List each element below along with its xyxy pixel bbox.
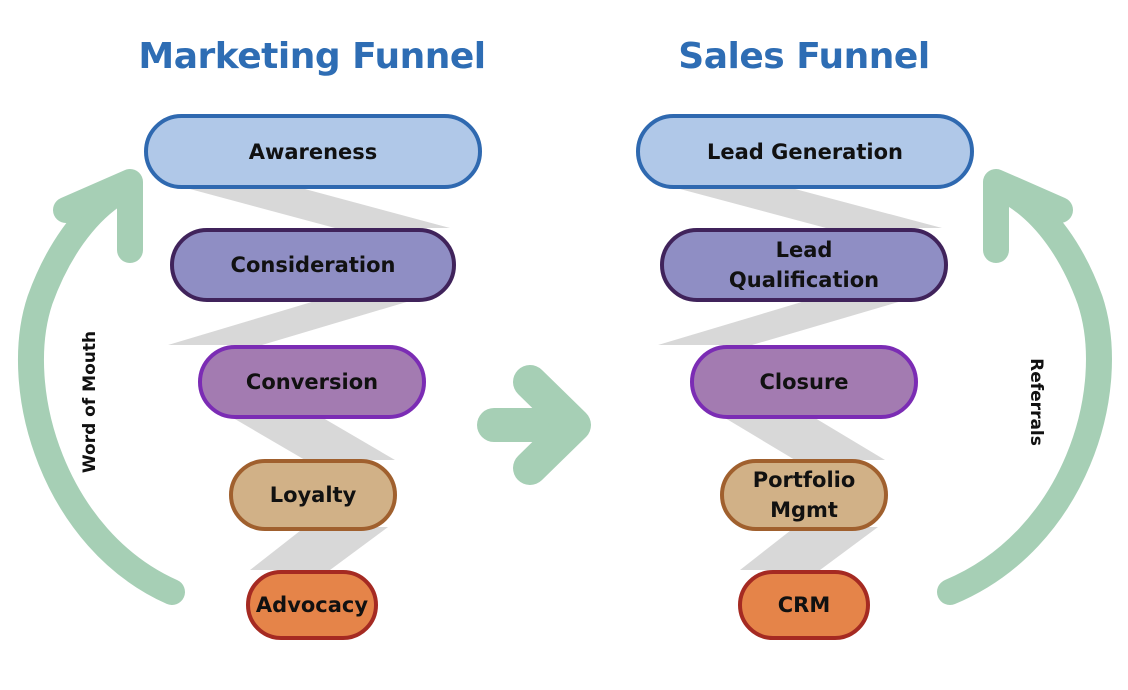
stage-closure: Closure — [690, 345, 918, 419]
stage-advocacy: Advocacy — [246, 570, 378, 640]
center-right-arrow — [477, 365, 591, 485]
stage-awareness: Awareness — [144, 114, 482, 189]
stage-crm: CRM — [738, 570, 870, 640]
sales-ribbon — [658, 185, 942, 570]
word-of-mouth-loop-arrow — [17, 169, 185, 605]
referrals-label: Referrals — [1026, 358, 1046, 446]
stage-lead-generation: Lead Generation — [636, 114, 974, 189]
referrals-loop-arrow — [937, 169, 1112, 605]
stage-consideration: Consideration — [170, 228, 456, 302]
stage-loyalty: Loyalty — [229, 459, 397, 531]
marketing-funnel-title: Marketing Funnel — [138, 36, 486, 77]
stage-portfolio-mgmt-label: Portfolio Mgmt — [752, 468, 856, 522]
sales-funnel-title: Sales Funnel — [678, 36, 930, 77]
word-of-mouth-label: Word of Mouth — [80, 330, 100, 474]
marketing-ribbon — [168, 185, 450, 570]
stage-lead-qualification-label: Lead Qualification — [728, 238, 880, 292]
stage-lead-qualification: Lead Qualification — [660, 228, 948, 302]
stage-conversion: Conversion — [198, 345, 426, 419]
stage-portfolio-mgmt: Portfolio Mgmt — [720, 459, 888, 531]
